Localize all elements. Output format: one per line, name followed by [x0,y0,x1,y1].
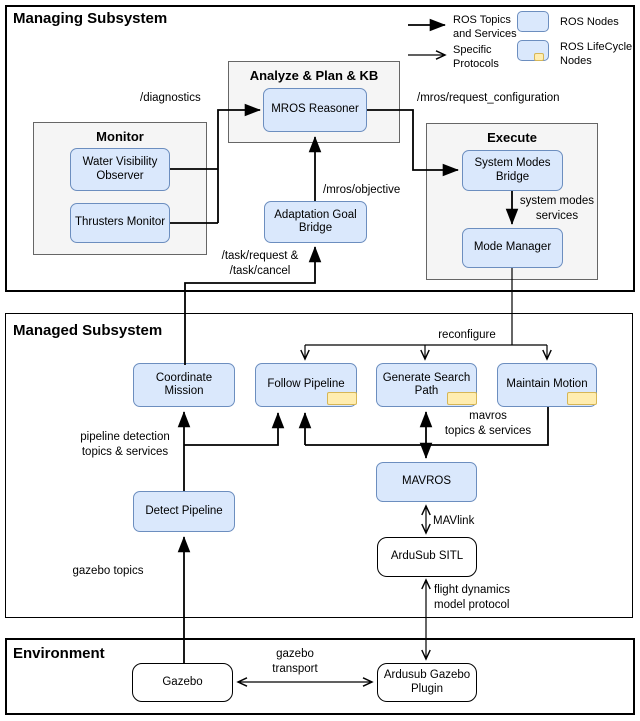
managed-subsystem-title: Managed Subsystem [13,322,163,339]
node-mros-reasoner: MROS Reasoner [263,88,367,132]
legend-topics-label: ROS Topics and Services [453,14,517,40]
node-maintain-motion: Maintain Motion [497,363,597,407]
edge-label-reconfigure: reconfigure [438,329,496,341]
node-ardusub-gazebo-plugin: Ardusub Gazebo Plugin [377,663,477,702]
node-mavros: MAVROS [376,462,477,502]
legend-lifecycle-label: ROS LifeCycle Nodes [560,41,633,67]
edge-label-mros-objective: /mros/objective [323,184,401,196]
lifecycle-corner-tab [567,392,597,405]
node-ardusub-sitl: ArduSub SITL [377,537,477,577]
edge-label-task-request-cancel: /task/request & /task/cancel [221,250,299,277]
node-follow-pipeline: Follow Pipeline [255,363,357,407]
node-system-modes-bridge: System Modes Bridge [462,150,563,191]
legend-lifecycle-node-swatch [517,40,549,61]
execute-title: Execute [487,130,537,145]
edge-label-gazebo-topics: gazebo topics [72,565,144,577]
edge-label-mavros-topics: mavros topics & services [444,410,532,437]
monitor-title: Monitor [96,129,144,144]
legend-ros-node-swatch [517,11,549,32]
environment-box [5,638,635,715]
node-thrusters-monitor: Thrusters Monitor [70,203,170,243]
edge-label-gazebo-transport: gazebo transport [272,648,318,675]
edge-label-pipeline-detection: pipeline detection topics & services [80,431,170,458]
node-gazebo: Gazebo [132,663,233,702]
node-water-visibility-observer: Water Visibility Observer [70,148,170,191]
node-detect-pipeline: Detect Pipeline [133,491,235,532]
edge-label-flight-dynamics: flight dynamics model protocol [434,584,511,611]
edge-label-mavlink: MAVlink [433,515,475,527]
node-mode-manager: Mode Manager [462,228,563,268]
lifecycle-corner-tab [447,392,477,405]
legend-protocols-label: Specific Protocols [453,44,499,70]
node-generate-search-path: Generate Search Path [376,363,477,407]
lifecycle-corner-tab [534,53,544,61]
edge-label-request-configuration: /mros/request_configuration [417,92,560,104]
managing-subsystem-title: Managing Subsystem [13,10,168,27]
edge-label-system-modes-services: system modes services [519,195,595,222]
node-adaptation-goal-bridge: Adaptation Goal Bridge [264,201,367,243]
environment-title: Environment [13,645,105,662]
edge-label-diagnostics: /diagnostics [140,92,201,104]
node-coordinate-mission: Coordinate Mission [133,363,235,407]
lifecycle-corner-tab [327,392,357,405]
legend-ros-nodes-label: ROS Nodes [560,16,619,28]
analyze-plan-kb-title: Analyze & Plan & KB [249,68,379,83]
